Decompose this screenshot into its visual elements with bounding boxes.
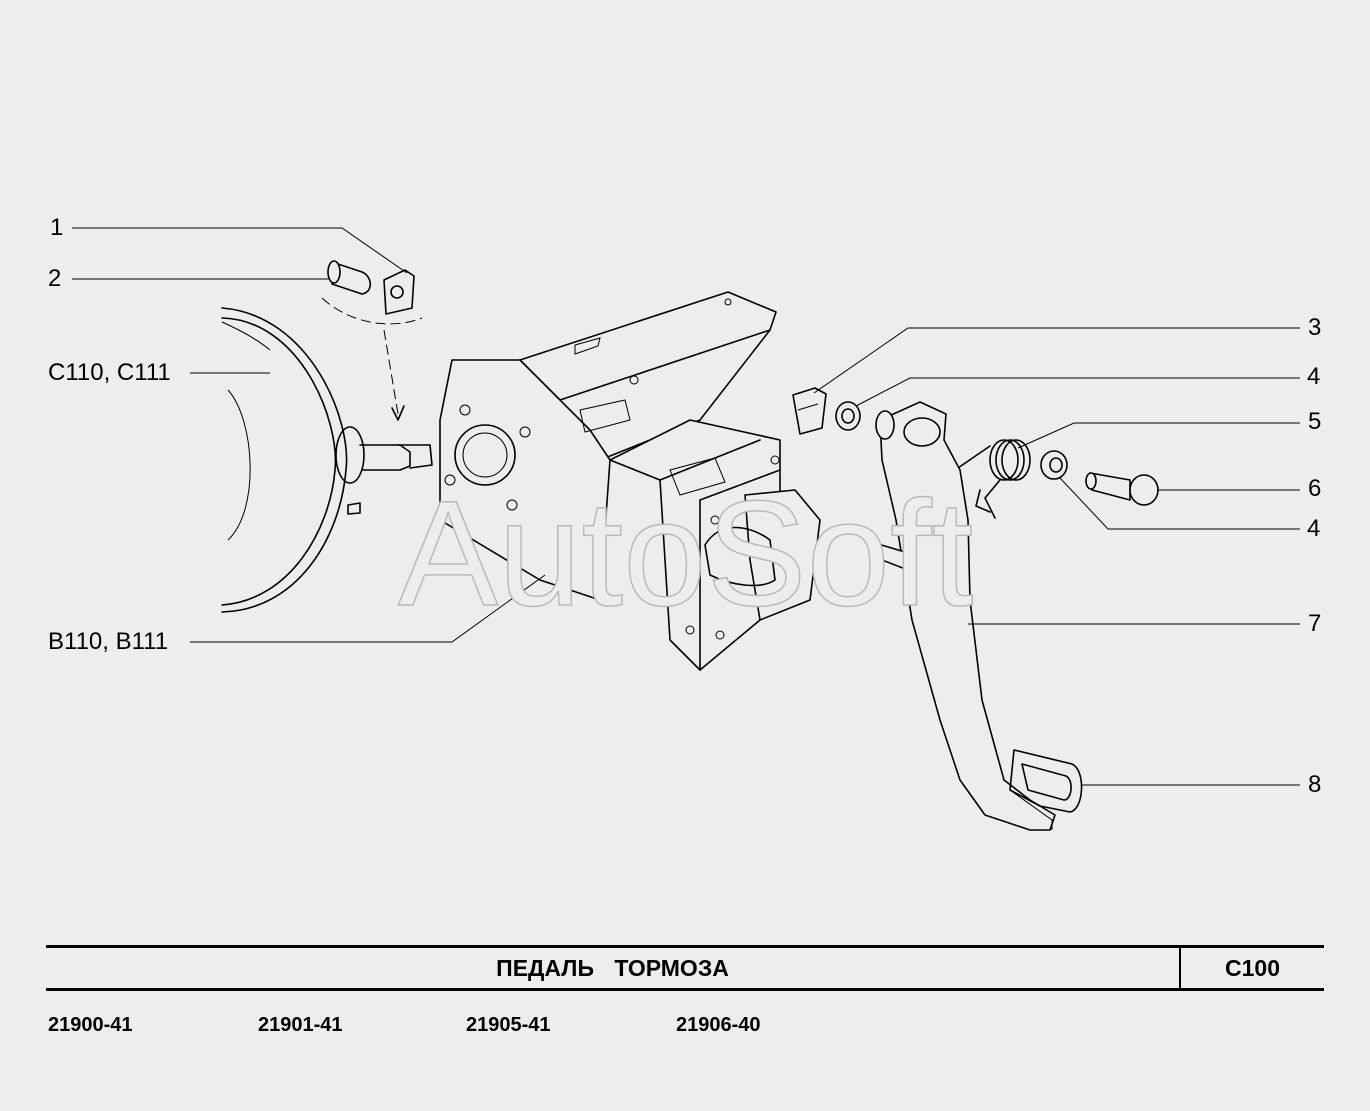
model-code: 21906-40 [676,1014,761,1036]
return-spring [957,439,1031,519]
page-title: ПЕДАЛЬ ТОРМОЗА [496,955,729,981]
watermark: AutoSoft [397,469,974,637]
pedal-bracket [439,291,821,671]
clip-and-bushing [792,387,861,435]
model-code: 21900-41 [48,1014,133,1036]
callout-2: 2 [48,265,62,292]
section-code: C100 [1225,955,1280,981]
pin-and-clip [321,260,423,421]
callout-4-upper: 4 [1307,363,1321,390]
model-code: 21901-41 [258,1014,343,1036]
bushing-and-bolt [1040,450,1159,506]
parts-diagram [72,227,1300,831]
callout-1: 1 [50,214,64,241]
callout-4-lower: 4 [1307,515,1321,542]
model-code: 21905-41 [466,1014,551,1036]
callout-7: 7 [1308,610,1322,637]
title-bar: ПЕДАЛЬ ТОРМОЗА C100 [46,945,1324,991]
leader-lines [72,227,1300,786]
brake-booster [221,307,433,613]
brake-pedal-arm [875,401,1083,831]
callout-c110: C110, C111 [48,359,171,386]
callout-b110: B110, B111 [48,628,169,655]
callout-5: 5 [1308,408,1322,435]
callout-8: 8 [1308,771,1322,798]
title-divider [1179,948,1181,988]
callout-6: 6 [1308,475,1322,502]
callout-3: 3 [1308,314,1322,341]
